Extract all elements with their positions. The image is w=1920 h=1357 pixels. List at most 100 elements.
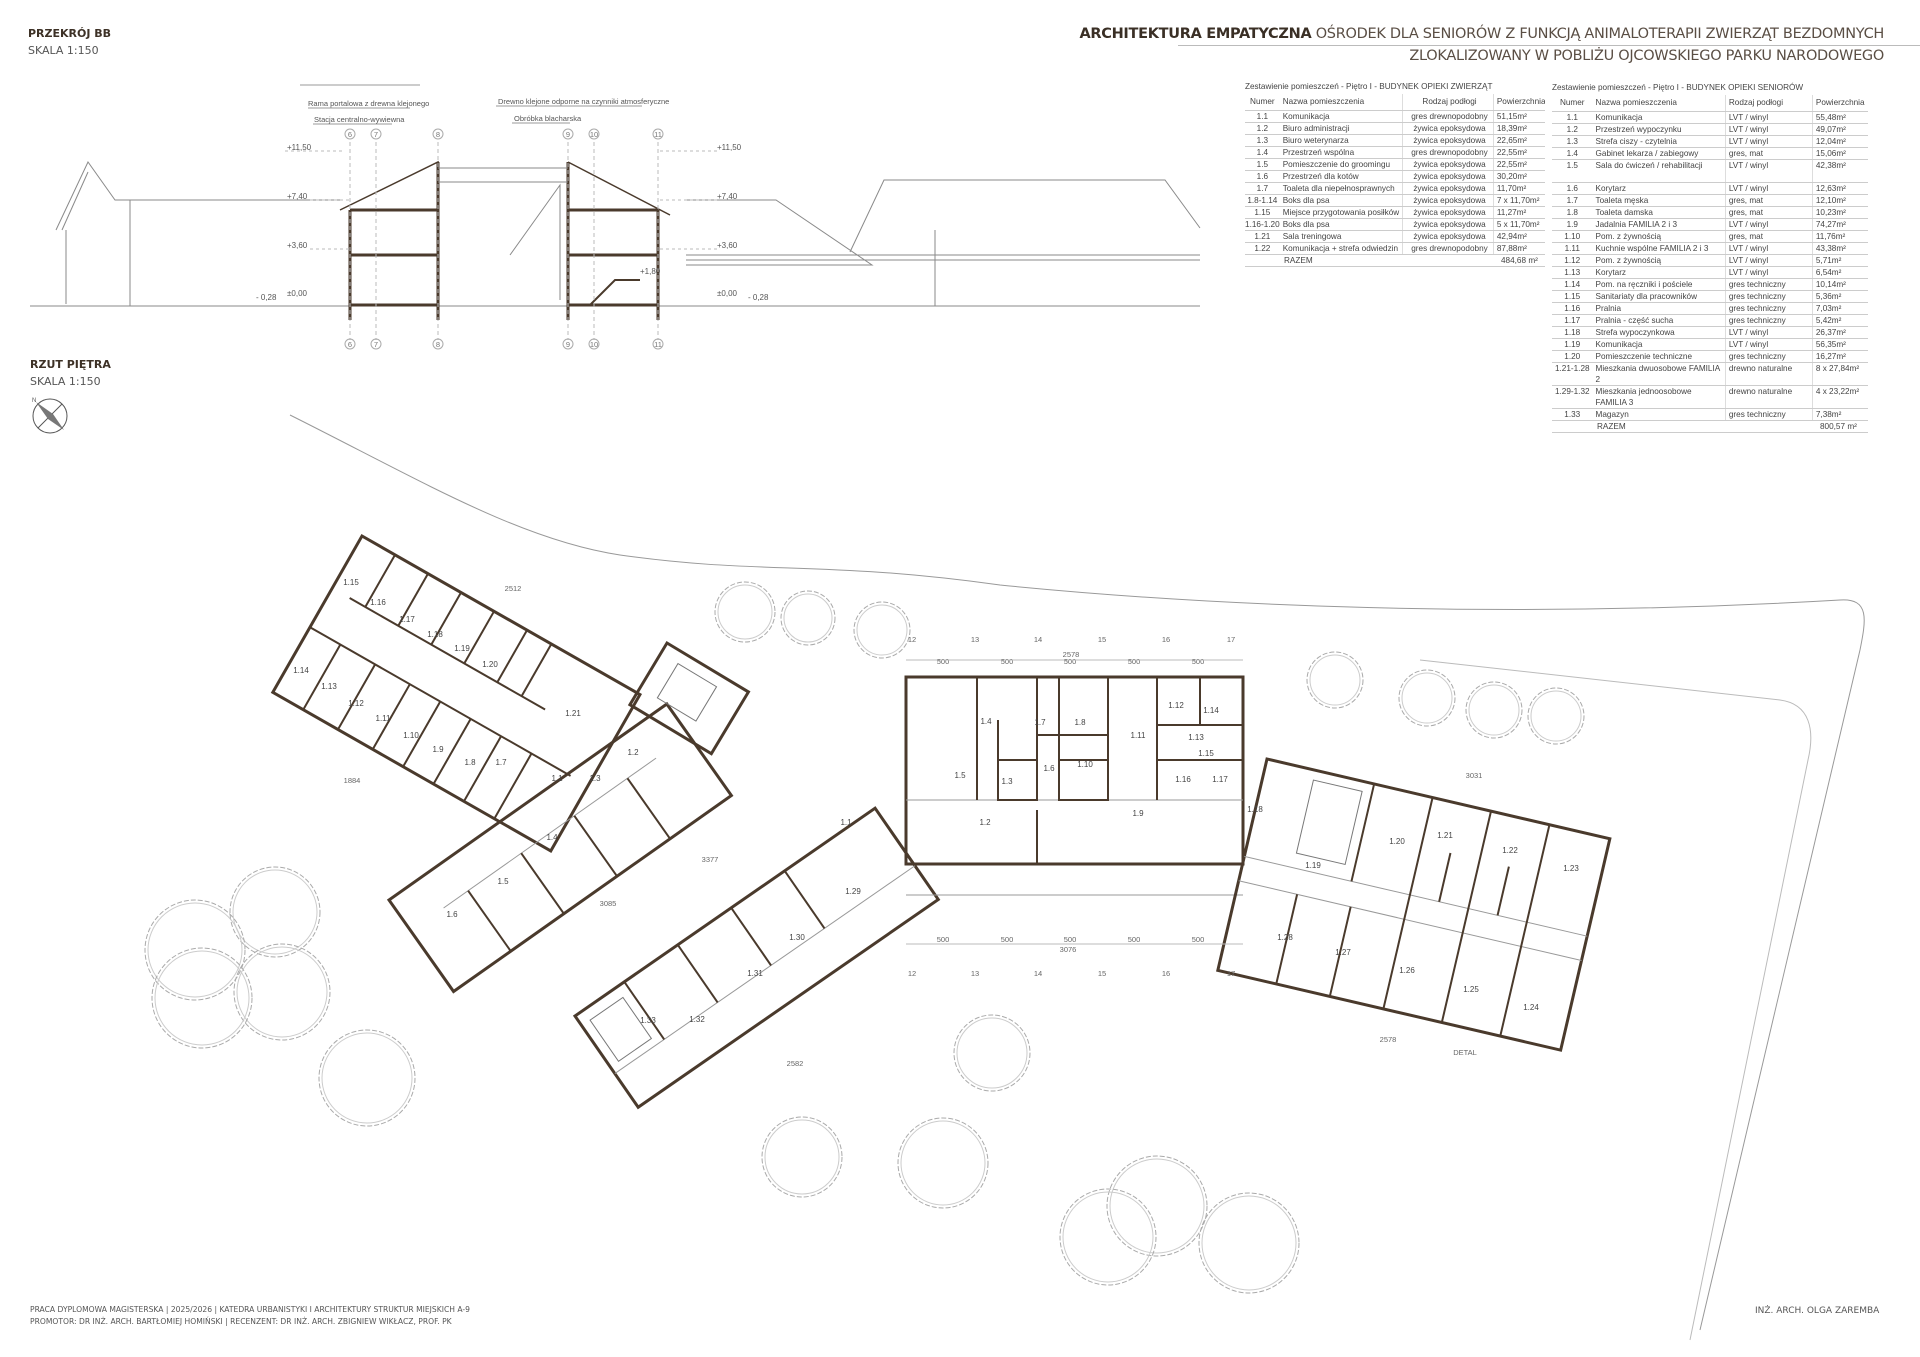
axis-bubble bbox=[370, 338, 382, 350]
table-cell: Strefa ciszy - czytelnia bbox=[1593, 136, 1726, 147]
wing-animal-care bbox=[270, 533, 643, 853]
room-label: 1.10 bbox=[403, 731, 419, 740]
table-cell: 1.8-1.14 bbox=[1247, 196, 1278, 205]
tree-icon bbox=[144, 899, 246, 1001]
table-cell: 1.7 bbox=[1566, 196, 1578, 205]
dimension-label: 500 bbox=[937, 935, 950, 944]
tree-icon bbox=[154, 950, 250, 1046]
table-cell: żywica epoksydowa bbox=[1403, 219, 1494, 230]
grid-axis-label: 15 bbox=[1098, 635, 1106, 644]
table-cell: gres drewnopodobny bbox=[1403, 147, 1494, 158]
table-cell: gres techniczny bbox=[1726, 351, 1813, 362]
table-cell: gres techniczny bbox=[1726, 315, 1813, 326]
tree-icon bbox=[1059, 1188, 1157, 1286]
table-cell: gres drewnopodobny bbox=[1403, 111, 1494, 122]
table-cell: 1.8 bbox=[1566, 208, 1578, 217]
room-label: 1.26 bbox=[1399, 966, 1415, 975]
room-label: 1.6 bbox=[446, 910, 458, 919]
table-cell: 4 x 23,22m² bbox=[1815, 387, 1860, 396]
room-label: 1.27 bbox=[1335, 948, 1351, 957]
grid-axis-label: 15 bbox=[1098, 969, 1106, 978]
table-cell: Nazwa pomieszczenia bbox=[1593, 95, 1726, 111]
site-boundary bbox=[289, 414, 1865, 1341]
tree-icon bbox=[147, 902, 243, 998]
grid-axis-label: 12 bbox=[908, 969, 916, 978]
partition bbox=[397, 573, 429, 627]
level-label: +3,60 bbox=[717, 241, 738, 250]
table-cell: Pralnia - część sucha bbox=[1593, 315, 1726, 326]
stair-block bbox=[627, 640, 751, 756]
table-cell: Toaleta dla niepełnosprawnych bbox=[1280, 183, 1404, 194]
axis-label: 8 bbox=[436, 340, 440, 349]
tree-icon bbox=[233, 943, 331, 1041]
grid-axis-label: 17 bbox=[1227, 635, 1235, 644]
tree-icon bbox=[1398, 669, 1456, 727]
tree-icon bbox=[856, 604, 908, 656]
room-label: 1.7 bbox=[1034, 718, 1046, 727]
table-cell: 1.21 bbox=[1254, 232, 1271, 241]
dimension-label: 1884 bbox=[344, 776, 361, 785]
table-title: Zestawienie pomieszczeń - Piętro I - BUD… bbox=[1552, 83, 1804, 92]
table-cell: Miejsce przygotowania posiłków bbox=[1280, 207, 1404, 218]
table-cell: gres, mat bbox=[1726, 207, 1813, 218]
tree-icon bbox=[151, 947, 253, 1049]
roof-right bbox=[686, 199, 874, 266]
room-label: 1.21 bbox=[565, 709, 581, 718]
dimension-label: 3085 bbox=[600, 899, 617, 908]
footer-line-1: PRACA DYPLOMOWA MAGISTERSKA | 2025/2026 … bbox=[30, 1305, 470, 1314]
section-bb bbox=[30, 84, 1201, 340]
tree-icon bbox=[717, 584, 773, 640]
header-divider bbox=[1178, 45, 1920, 46]
tree-icon bbox=[1465, 681, 1523, 739]
partition bbox=[463, 610, 495, 664]
axis-bubble bbox=[588, 128, 600, 140]
room-label: 1.29 bbox=[845, 887, 861, 896]
table-cell: gres techniczny bbox=[1726, 409, 1813, 420]
table-cell: gres, mat bbox=[1726, 195, 1813, 206]
partition bbox=[402, 701, 442, 768]
room-table-animal: Zestawienie pomieszczeń - Piętro I - BUD… bbox=[1245, 80, 1545, 267]
tree-icon bbox=[853, 601, 911, 659]
tree-icon bbox=[1309, 654, 1361, 706]
axis-label: 7 bbox=[374, 130, 378, 139]
table-cell: 8 x 27,84m² bbox=[1815, 364, 1860, 373]
dimension-label: 500 bbox=[1064, 657, 1077, 666]
tree-icon bbox=[321, 1032, 413, 1124]
room-label: 1.12 bbox=[1168, 701, 1184, 710]
table-cell: 7,03m² bbox=[1815, 304, 1842, 313]
table-cell: 87,88m² bbox=[1496, 244, 1527, 253]
table-cell: drewno naturalne bbox=[1726, 363, 1813, 385]
room-label: 1.28 bbox=[1277, 933, 1293, 942]
table-cell: 1.4 bbox=[1566, 149, 1578, 158]
table-cell: 10,23m² bbox=[1815, 208, 1846, 217]
table-cell: 11,27m² bbox=[1496, 208, 1527, 217]
room-label: 1.23 bbox=[1563, 864, 1579, 873]
level-label: +7,40 bbox=[717, 192, 738, 201]
table-cell: 1.2 bbox=[1566, 125, 1578, 134]
table-cell: Sanitariaty dla pracowników bbox=[1593, 291, 1726, 302]
partition bbox=[337, 663, 376, 731]
room-label: 1.11 bbox=[1131, 731, 1147, 740]
block-central bbox=[904, 675, 1245, 896]
partition bbox=[493, 753, 533, 820]
table-cell: 11,76m² bbox=[1815, 232, 1846, 241]
table-cell: Numer bbox=[1559, 98, 1585, 107]
room-label: 1.24 bbox=[1523, 1003, 1539, 1012]
table-cell: 5,71m² bbox=[1815, 256, 1842, 265]
axis-bubble bbox=[562, 338, 574, 350]
section-annotations: Rama portalowa z drewna klejonego Stacja… bbox=[308, 97, 669, 124]
tree-icon bbox=[1062, 1191, 1154, 1283]
axis-bubble bbox=[432, 338, 444, 350]
wing-senior-east bbox=[1216, 757, 1612, 1052]
